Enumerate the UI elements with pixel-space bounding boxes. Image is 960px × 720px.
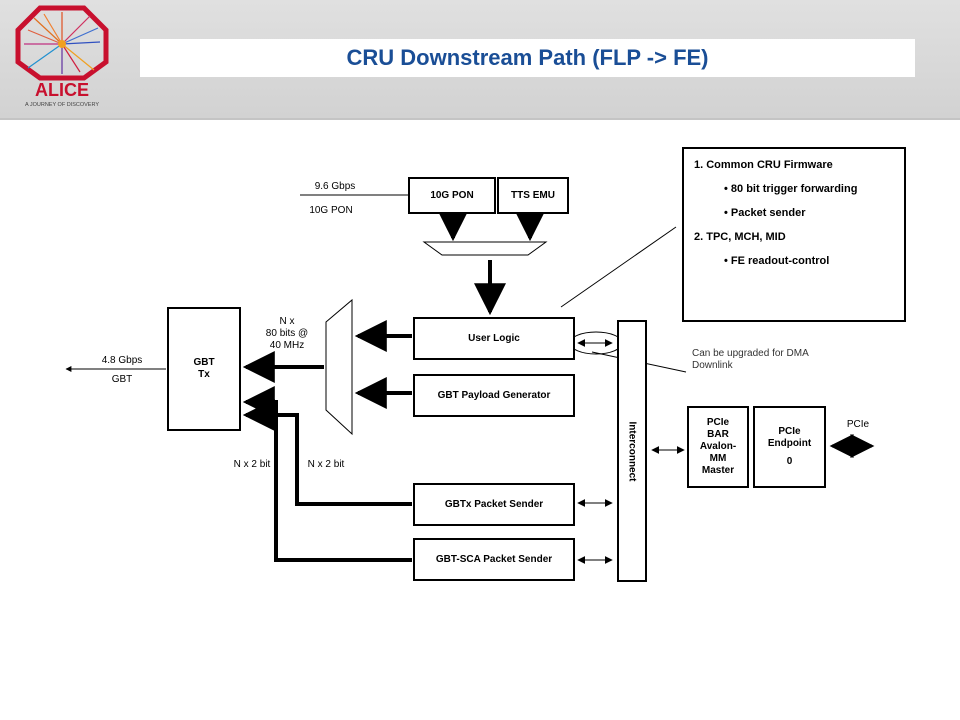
notes-item: 2. TPC, MCH, MID — [694, 231, 786, 243]
nx2-bit-left-label: N x 2 bit — [233, 459, 271, 470]
pcie-endpoint-block: PCIe Endpoint 0 — [753, 406, 826, 488]
tts-emu-block: TTS EMU — [497, 177, 569, 214]
notes-callout-line — [560, 226, 677, 308]
alice-logo: ALICE A JOURNEY OF DISCOVERY — [15, 5, 109, 108]
left-mux — [325, 298, 353, 436]
gbt-payload-generator-block: GBT Payload Generator — [413, 374, 575, 417]
notes-box: 1. Common CRU Firmware • 80 bit trigger … — [682, 147, 906, 322]
gbt-sca-packet-sender-block: GBT-SCA Packet Sender — [413, 538, 575, 581]
interconnect-block — [617, 320, 647, 582]
gbt-sca-sender-path — [242, 386, 412, 562]
user-logic-block: User Logic — [413, 317, 575, 360]
title-box: CRU Downstream Path (FLP -> FE) — [140, 39, 915, 77]
svg-text:A JOURNEY OF DISCOVERY: A JOURNEY OF DISCOVERY — [25, 102, 99, 108]
gbt-tx-block: GBT Tx — [167, 307, 241, 431]
notes-item: 1. Common CRU Firmware — [694, 159, 833, 171]
notes-item: • Packet sender — [724, 207, 806, 219]
header-bar: ALICE A JOURNEY OF DISCOVERY CRU Downstr… — [0, 0, 960, 120]
pon-block: 10G PON — [408, 177, 496, 214]
notes-item: • 80 bit trigger forwarding — [724, 183, 858, 195]
page-title: CRU Downstream Path (FLP -> FE) — [346, 45, 709, 70]
dma-note-label: Can be upgraded for DMA Downlink — [692, 348, 809, 371]
pcie-bar-block: PCIe BAR Avalon- MM Master — [687, 406, 749, 488]
pon-rate-label: 9.6 Gbps — [314, 181, 356, 192]
svg-text:ALICE: ALICE — [35, 80, 89, 100]
gbt-rate-label: 4.8 Gbps — [101, 355, 143, 366]
gbt-name-label: GBT — [111, 374, 133, 385]
notes-item: • FE readout-control — [724, 255, 830, 267]
mux-input-label: N x 80 bits @ 40 MHz — [265, 316, 309, 351]
pcie-label: PCIe — [846, 419, 870, 430]
nx2-bit-right-label: N x 2 bit — [307, 459, 345, 470]
top-mux — [422, 241, 548, 256]
pon-name-label: 10G PON — [309, 205, 353, 216]
interconnect-label: Interconnect — [626, 420, 638, 482]
gbtx-packet-sender-block: GBTx Packet Sender — [413, 483, 575, 526]
